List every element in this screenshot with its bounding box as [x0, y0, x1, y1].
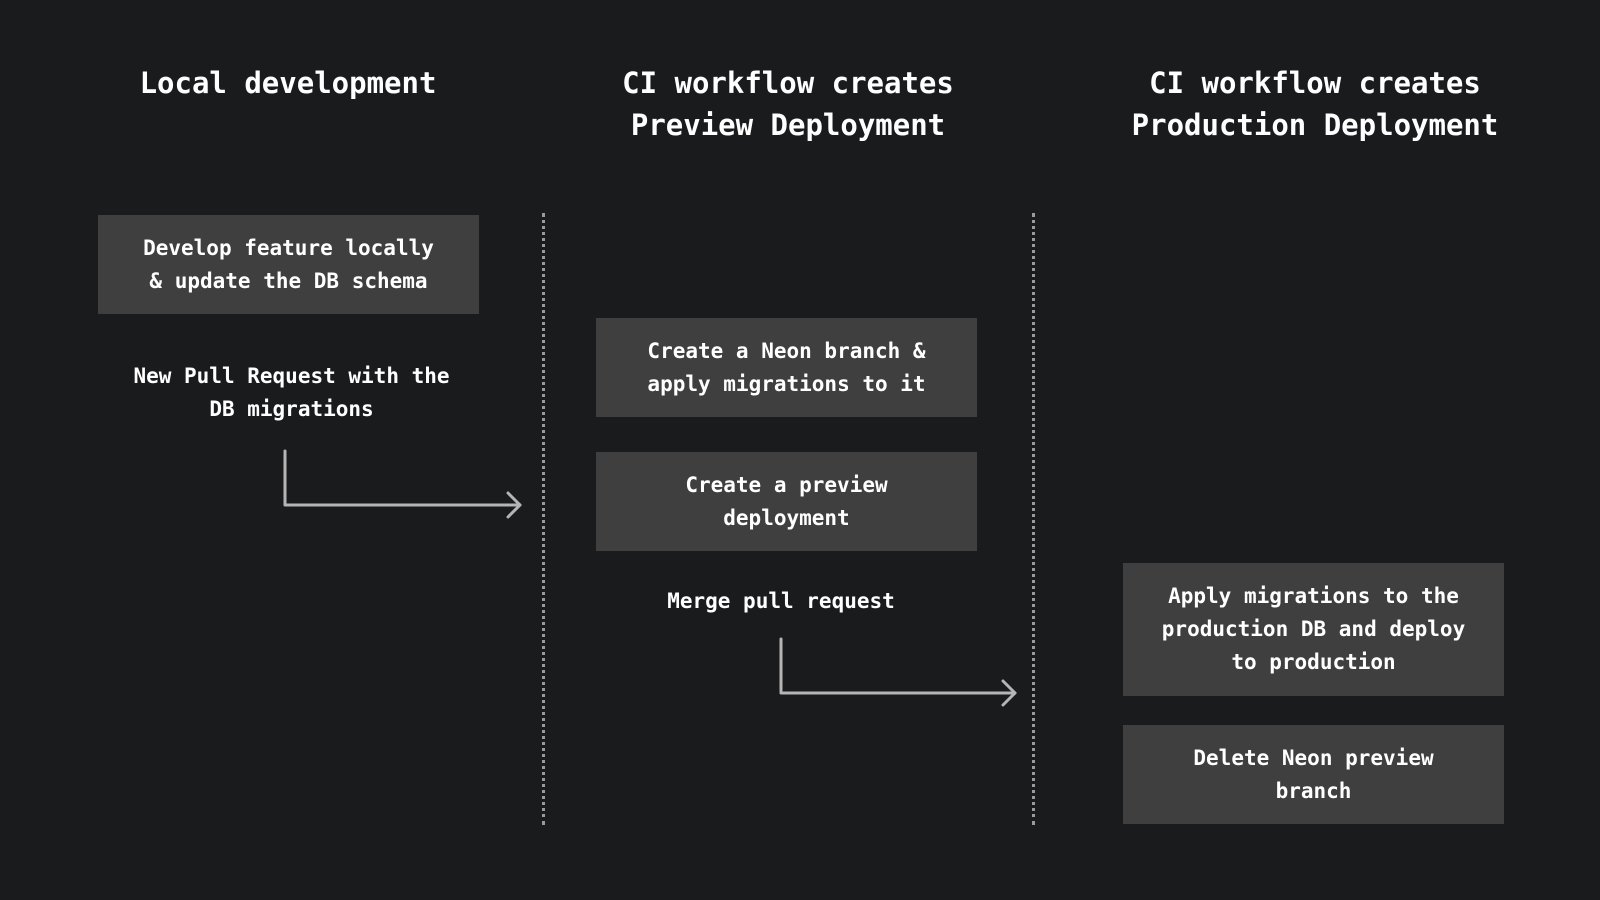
arrow-to-production — [779, 637, 1017, 695]
column-divider-1 — [542, 213, 545, 825]
column-title-production-deployment: CI workflow creates Production Deploymen… — [1131, 66, 1499, 142]
column-title-local-development: Local development — [139, 66, 437, 100]
create-neon-branch-box: Create a Neon branch & apply migrations … — [596, 318, 977, 417]
arrow-head-to-preview — [506, 491, 522, 519]
column-divider-2 — [1032, 213, 1035, 825]
arrow-to-preview — [283, 449, 522, 507]
delete-neon-branch-box: Delete Neon preview branch — [1123, 725, 1504, 824]
pull-request-label: New Pull Request with the DB migrations — [133, 364, 450, 421]
develop-feature-box: Develop feature locally & update the DB … — [98, 215, 479, 314]
arrow-head-to-production — [1001, 679, 1017, 707]
column-title-preview-deployment: CI workflow creates Preview Deployment — [622, 66, 954, 142]
merge-pull-request-label: Merge pull request — [667, 589, 895, 613]
apply-migrations-production-box: Apply migrations to the production DB an… — [1123, 563, 1504, 696]
create-preview-deployment-box: Create a preview deployment — [596, 452, 977, 551]
